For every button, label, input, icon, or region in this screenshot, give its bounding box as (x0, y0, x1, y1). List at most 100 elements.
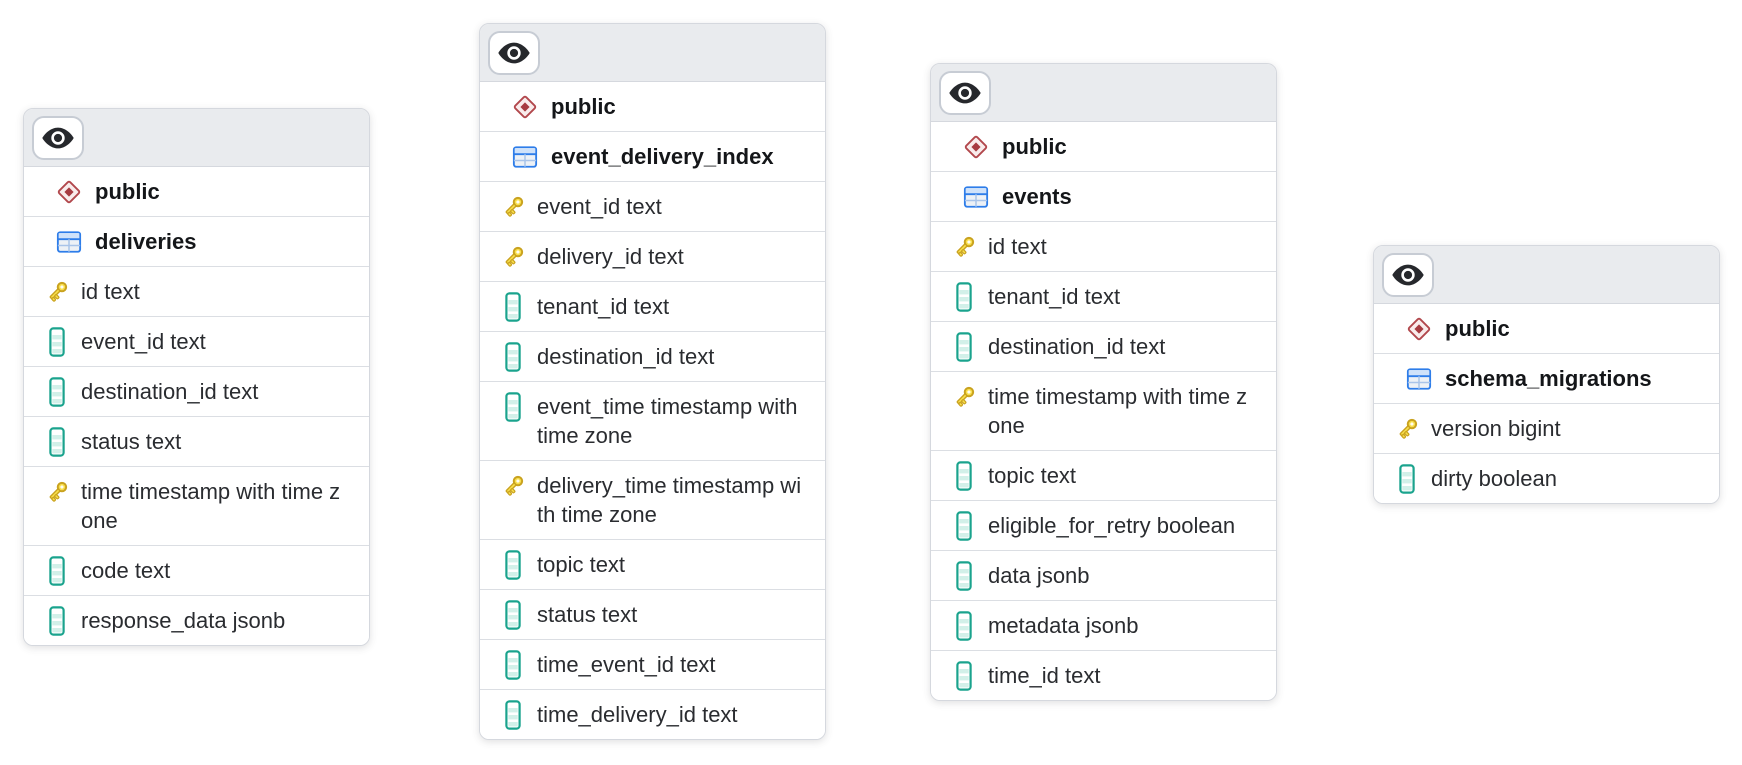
visibility-toggle-button[interactable] (939, 70, 991, 115)
column-row-label: tenant_id text (537, 294, 670, 319)
table-card-header (480, 24, 825, 82)
eye-icon (41, 126, 75, 150)
eye-icon (948, 81, 982, 105)
column-row-label: response_data jsonb (81, 608, 286, 633)
column-icon (488, 391, 537, 422)
column-row-label: dirty boolean (1431, 466, 1557, 491)
column-row: time_delivery_id text (480, 689, 825, 739)
column-icon (32, 326, 81, 357)
column-row: data jsonb (931, 550, 1276, 600)
column-row: time timestamp with time zone (931, 371, 1276, 450)
schema-row-label: public (95, 179, 160, 204)
column-row: status text (480, 589, 825, 639)
column-row: metadata jsonb (931, 600, 1276, 650)
visibility-toggle-button[interactable] (1382, 252, 1434, 297)
column-row: eligible_for_retry boolean (931, 500, 1276, 550)
column-row-label: event_id text (537, 194, 662, 219)
column-icon (488, 699, 537, 730)
table-icon (949, 182, 1002, 211)
table-icon (42, 227, 95, 256)
table-name-row-label: events (1002, 184, 1072, 209)
column-row: topic text (480, 539, 825, 589)
column-icon (32, 376, 81, 407)
column-row: time_event_id text (480, 639, 825, 689)
column-row: time timestamp with time zone (24, 466, 369, 545)
column-row: status text (24, 416, 369, 466)
column-row: tenant_id text (480, 281, 825, 331)
table-card-event_delivery_index[interactable]: public event_delivery_index event_id text d… (479, 23, 826, 740)
table-name-row: deliveries (24, 216, 369, 266)
schema-row-label: public (1002, 134, 1067, 159)
column-icon (32, 605, 81, 636)
column-row: topic text (931, 450, 1276, 500)
table-icon (1392, 364, 1445, 393)
column-row-label: tenant_id text (988, 284, 1121, 309)
column-icon (939, 560, 988, 591)
column-row-label: destination_id text (537, 344, 715, 369)
column-row: event_id text (480, 181, 825, 231)
column-icon (488, 291, 537, 322)
column-icon (939, 660, 988, 691)
column-row: destination_id text (480, 331, 825, 381)
schema-row-label: public (551, 94, 616, 119)
key-icon (939, 382, 988, 411)
column-row-label: event_id text (81, 329, 206, 354)
column-icon (32, 555, 81, 586)
column-row-label: status text (537, 602, 638, 627)
column-icon (488, 649, 537, 680)
key-icon (32, 277, 81, 306)
schema-row: public (1374, 304, 1719, 353)
column-row: event_time timestamp with time zone (480, 381, 825, 460)
column-row: response_data jsonb (24, 595, 369, 645)
column-row-label: topic text (988, 463, 1077, 488)
key-icon (488, 242, 537, 271)
column-icon (488, 549, 537, 580)
column-row-label: time timestamp with time zone (988, 384, 1248, 438)
column-row: time_id text (931, 650, 1276, 700)
column-row-label: time_delivery_id text (537, 702, 738, 727)
column-row-label: code text (81, 558, 171, 583)
key-icon (488, 471, 537, 500)
visibility-toggle-button[interactable] (32, 115, 84, 160)
column-row-label: data jsonb (988, 563, 1090, 588)
table-icon (498, 142, 551, 171)
column-row: destination_id text (24, 366, 369, 416)
column-row-label: time_event_id text (537, 652, 716, 677)
column-row-label: time timestamp with time zone (81, 479, 341, 533)
eye-icon (497, 41, 531, 65)
column-icon (488, 599, 537, 630)
table-card-header (931, 64, 1276, 122)
column-row-label: status text (81, 429, 182, 454)
column-row-label: destination_id text (81, 379, 259, 404)
schema-icon (42, 177, 95, 206)
column-row: id text (931, 221, 1276, 271)
column-row-label: topic text (537, 552, 626, 577)
column-icon (1382, 463, 1431, 494)
column-icon (488, 341, 537, 372)
column-icon (939, 510, 988, 541)
column-icon (939, 460, 988, 491)
column-icon (939, 281, 988, 312)
column-row-label: id text (81, 279, 140, 304)
column-row: delivery_time timestamp with time zone (480, 460, 825, 539)
key-icon (32, 477, 81, 506)
schema-icon (1392, 314, 1445, 343)
column-row: delivery_id text (480, 231, 825, 281)
column-row: dirty boolean (1374, 453, 1719, 503)
schema-row-label: public (1445, 316, 1510, 341)
table-name-row: event_delivery_index (480, 131, 825, 181)
schema-icon (498, 92, 551, 121)
column-row-label: delivery_id text (537, 244, 684, 269)
table-name-row-label: deliveries (95, 229, 197, 254)
column-row-label: id text (988, 234, 1047, 259)
table-name-row-label: event_delivery_index (551, 144, 774, 169)
visibility-toggle-button[interactable] (488, 30, 540, 75)
key-icon (1382, 414, 1431, 443)
column-row-label: time_id text (988, 663, 1101, 688)
table-card-deliveries[interactable]: public deliveries id text event_id text dest… (23, 108, 370, 646)
schema-icon (949, 132, 1002, 161)
eye-icon (1391, 263, 1425, 287)
column-row-label: metadata jsonb (988, 613, 1139, 638)
